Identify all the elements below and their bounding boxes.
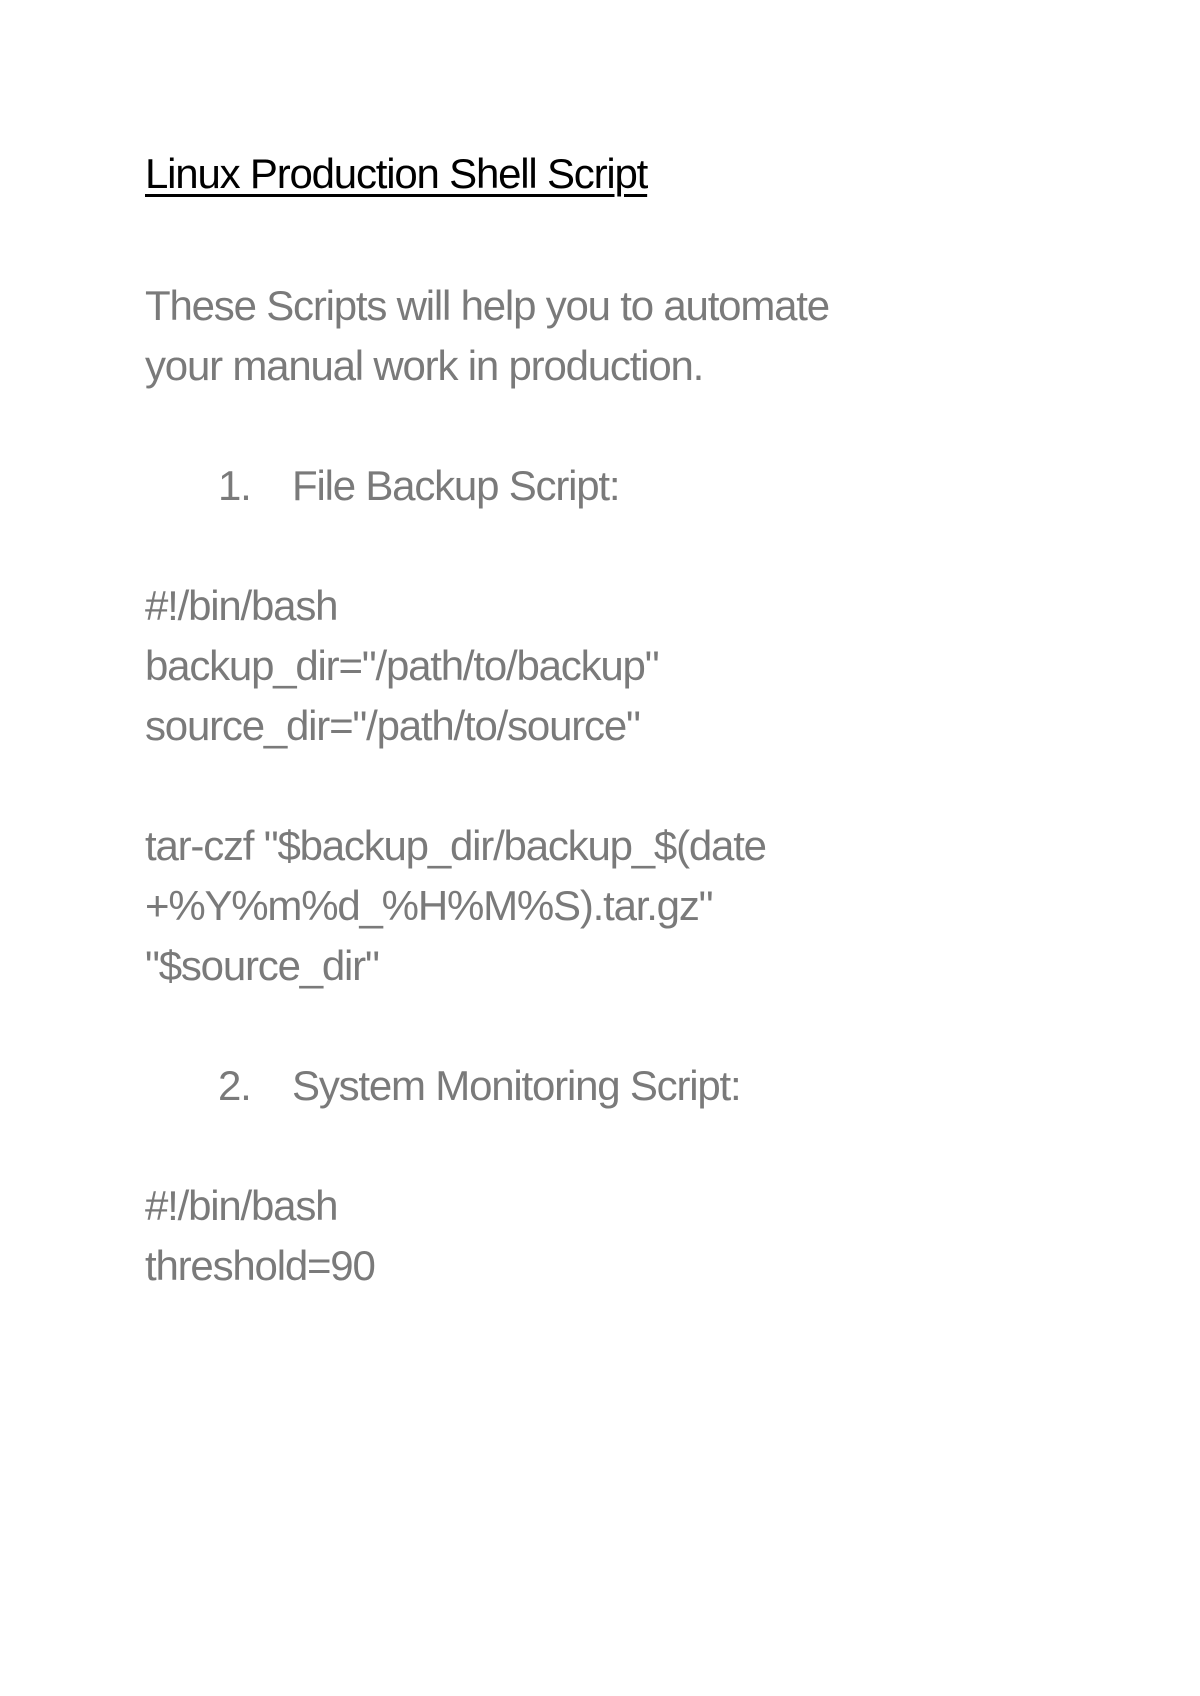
code-line: #!/bin/bash [145,582,338,629]
intro-line-2: your manual work in production. [145,342,704,389]
code-line: backup_dir="/path/to/backup" [145,642,660,689]
code-line: tar-czf "$backup_dir/backup_$(date [145,822,767,869]
section-2-heading: 2. System Monitoring Script: [218,1058,742,1114]
intro-line-1: These Scripts will help you to automate [145,282,830,329]
section-1-heading: 1. File Backup Script: [218,458,621,514]
section-1-number: 1. [218,462,252,509]
section-2-number: 2. [218,1062,252,1109]
section-1-title: File Backup Script: [292,462,621,509]
code-line: +%Y%m%d_%H%M%S).tar.gz" [145,882,714,929]
document-title: Linux Production Shell Script [145,150,648,197]
code-line: "$source_dir" [145,942,380,989]
section-2-title: System Monitoring Script: [292,1062,742,1109]
code-line: threshold=90 [145,1242,376,1289]
code-line: source_dir="/path/to/source" [145,702,641,749]
code-line: #!/bin/bash [145,1182,338,1229]
